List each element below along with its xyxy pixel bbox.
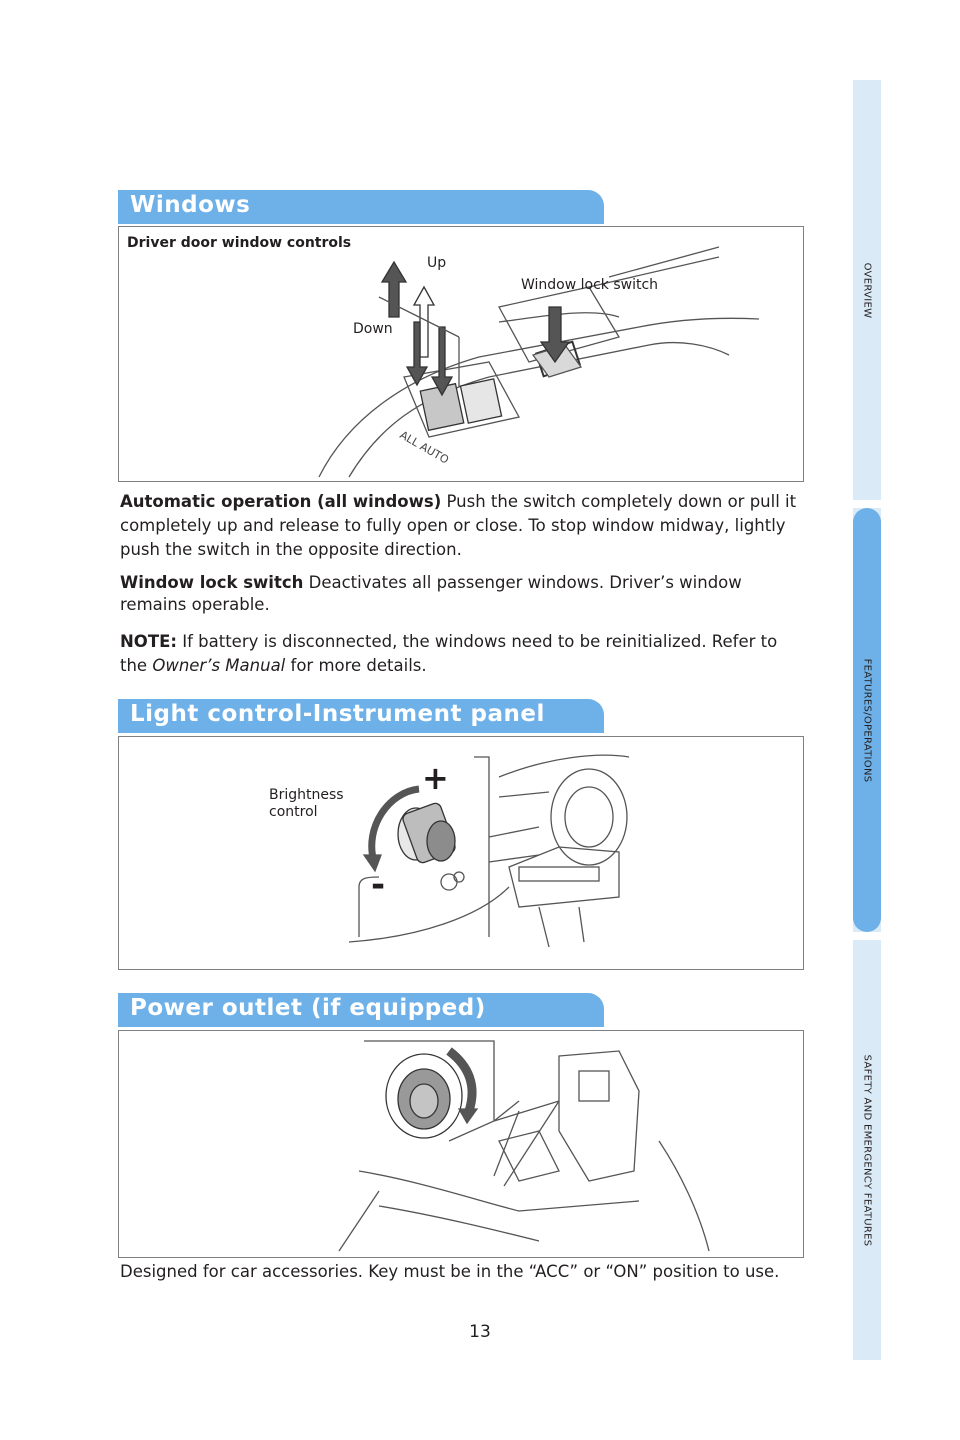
power-outlet-paragraph: Designed for car accessories. Key must b… [120,1262,780,1281]
section-header-light-control: Light control-Instrument panel [118,699,604,733]
window-controls-figure: ALL AUTO Driver door window controls Up … [118,226,804,482]
minus-symbol: - [371,865,386,905]
window-lock-paragraph: Window lock switch Deactivates all passe… [120,572,800,616]
tab-divider [853,932,881,940]
section-header-power-outlet: Power outlet (if equipped) [118,993,604,1027]
tab-overview[interactable]: OVERVIEW [861,262,873,318]
tab-divider [853,500,881,508]
note-paragraph: NOTE: If battery is disconnected, the wi… [120,630,800,678]
tab-safety-emergency[interactable]: SAFETY AND EMERGENCY FEATURES [861,1054,873,1246]
note-text-2: for more details. [290,656,427,675]
light-control-figure: Brightness control + - [118,736,804,970]
label-down: Down [353,321,393,337]
tab-features-operations[interactable]: FEATURES/OPERATIONS [853,508,881,932]
note-title: NOTE: [120,632,177,651]
auto-operation-title: Automatic operation (all windows) [120,492,442,511]
figure-caption: Driver door window controls [127,235,352,251]
auto-operation-text: Push the switch completely down or pull … [120,492,797,559]
power-outlet-illustration [338,1040,710,1252]
window-lock-text: Deactivates all passenger windows. Drive… [120,573,742,614]
window-switch-illustration: ALL AUTO [318,246,760,478]
window-lock-title: Window lock switch [120,573,304,592]
page-number: 13 [469,1322,491,1342]
brightness-dial-illustration [348,754,630,948]
note-text-1: If battery is disconnected, the windows … [120,632,778,675]
label-window-lock-switch: Window lock switch [521,277,659,293]
brightness-control-label: Brightness control [269,787,344,820]
section-header-windows: Windows [118,190,604,224]
plus-symbol: + [422,759,449,797]
owners-manual-reference: Owner’s Manual [152,656,286,675]
section-title: Light control-Instrument panel [130,701,545,727]
section-title: Power outlet (if equipped) [130,995,486,1021]
label-up: Up [427,255,447,271]
power-outlet-figure [118,1030,804,1258]
auto-operation-paragraph: Automatic operation (all windows) Push t… [120,490,800,562]
section-title: Windows [130,192,251,218]
